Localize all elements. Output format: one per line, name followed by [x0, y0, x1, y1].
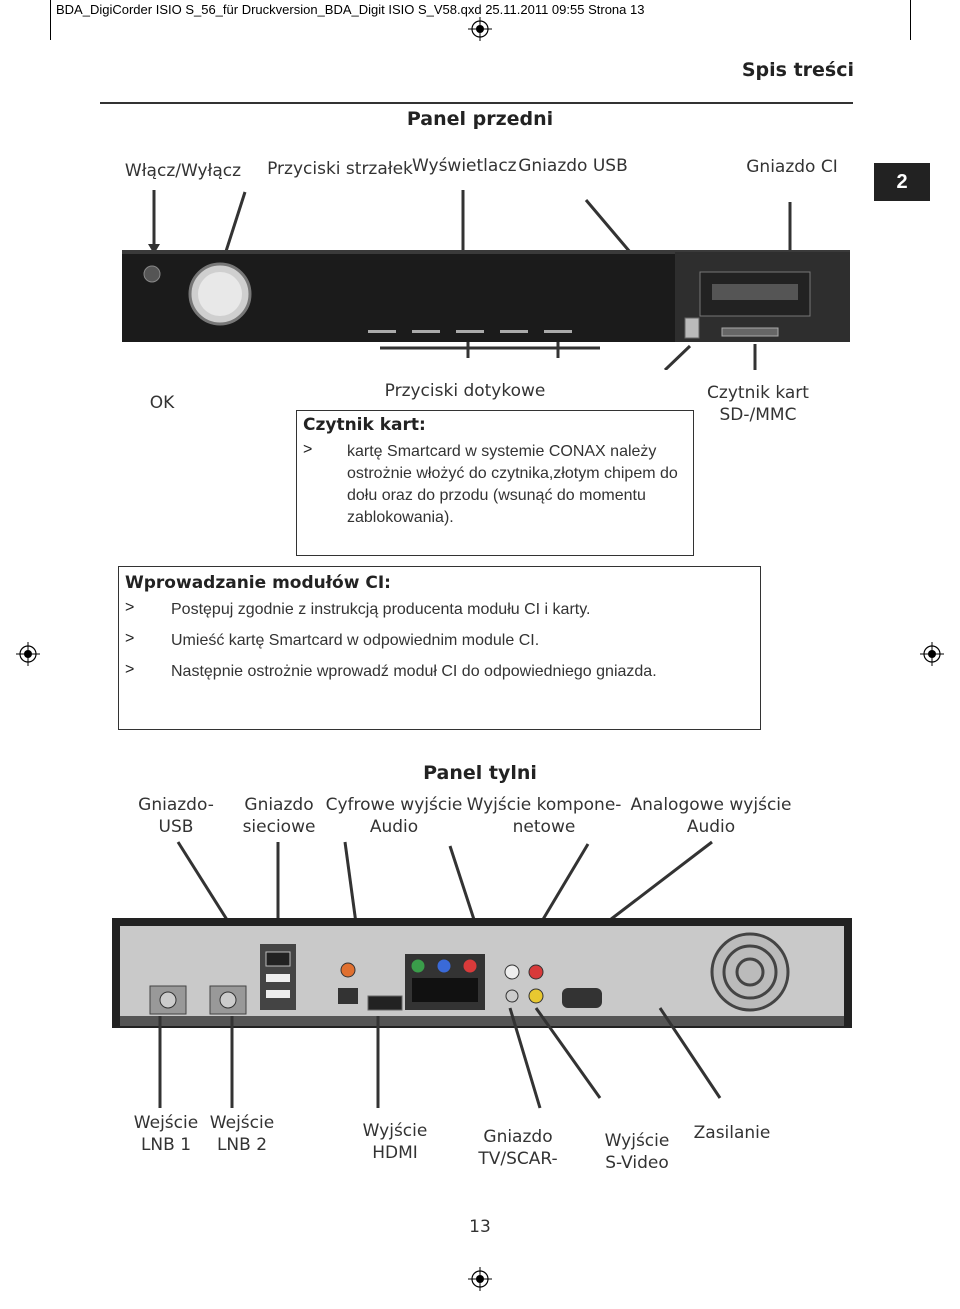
file-info-header: BDA_DigiCorder ISIO S_56_für Druckversio…	[56, 2, 645, 17]
ci-modules-title: Wprowadzanie modułów CI:	[125, 573, 391, 593]
label-component: Wyjście kompone- netowe	[466, 795, 622, 837]
card-reader-title: Czytnik kart:	[303, 415, 426, 435]
bullet-marker: >	[125, 599, 135, 616]
card-reader-info-box: Czytnik kart: > kartę Smartcard w system…	[296, 410, 694, 556]
front-panel-illustration	[122, 190, 850, 370]
label-arrow-buttons: Przyciski strzałek	[267, 159, 413, 179]
chapter-tab: 2	[874, 163, 930, 201]
bullet-marker: >	[125, 630, 135, 647]
label-touch-buttons: Przyciski dotykowe	[384, 381, 546, 401]
divider	[100, 102, 853, 104]
ci-step-2: Umieść kartę Smartcard w odpowiednim mod…	[171, 632, 540, 649]
label-display: Wyświetlacz	[412, 156, 517, 176]
label-spdif: Cyfrowe wyjście Audio	[325, 795, 463, 837]
crop-mark	[50, 0, 51, 40]
registration-mark-icon	[468, 17, 492, 41]
registration-mark-icon	[468, 1267, 492, 1291]
label-power-input: Zasilanie	[693, 1123, 771, 1143]
bullet-marker: >	[125, 661, 135, 678]
ci-modules-box: Wprowadzanie modułów CI: > Postępuj zgodn…	[118, 566, 761, 730]
rear-panel-title: Panel tylni	[423, 762, 537, 784]
label-rear-usb: Gniazdo- USB	[138, 795, 214, 837]
label-ci-slot: Gniazdo CI	[746, 157, 838, 177]
bullet-marker: >	[303, 441, 313, 458]
front-panel-title: Panel przedni	[406, 108, 554, 130]
card-reader-text: kartę Smartcard w systemie CONAX należy …	[347, 443, 678, 526]
label-network: Gniazdo sieciowe	[242, 795, 316, 837]
label-lnb1: Wejście LNB 1	[133, 1113, 199, 1155]
label-ok: OK	[149, 393, 175, 413]
page-number: 13	[469, 1217, 491, 1237]
label-lnb2: Wejście LNB 2	[209, 1113, 275, 1155]
section-title: Spis treści	[741, 59, 854, 81]
label-analog-audio: Analogowe wyjście Audio	[630, 795, 792, 837]
crop-mark	[910, 0, 911, 40]
label-power: Włącz/Wyłącz	[124, 161, 242, 181]
ci-step-1: Postępuj zgodnie z instrukcją producenta…	[171, 601, 591, 618]
label-scart: Gniazdo TV/SCAR-	[478, 1127, 558, 1169]
registration-mark-icon	[16, 642, 40, 666]
registration-mark-icon	[920, 642, 944, 666]
label-sd-reader: Czytnik kart SD-/MMC	[707, 383, 809, 425]
rear-panel-illustration	[112, 840, 852, 1109]
ci-step-3: Następnie ostrożnie wprowadź moduł CI do…	[171, 663, 657, 680]
label-svideo: Wyjście S-Video	[604, 1131, 670, 1173]
label-hdmi: Wyjście HDMI	[362, 1121, 428, 1163]
label-usb-port: Gniazdo USB	[518, 156, 628, 176]
